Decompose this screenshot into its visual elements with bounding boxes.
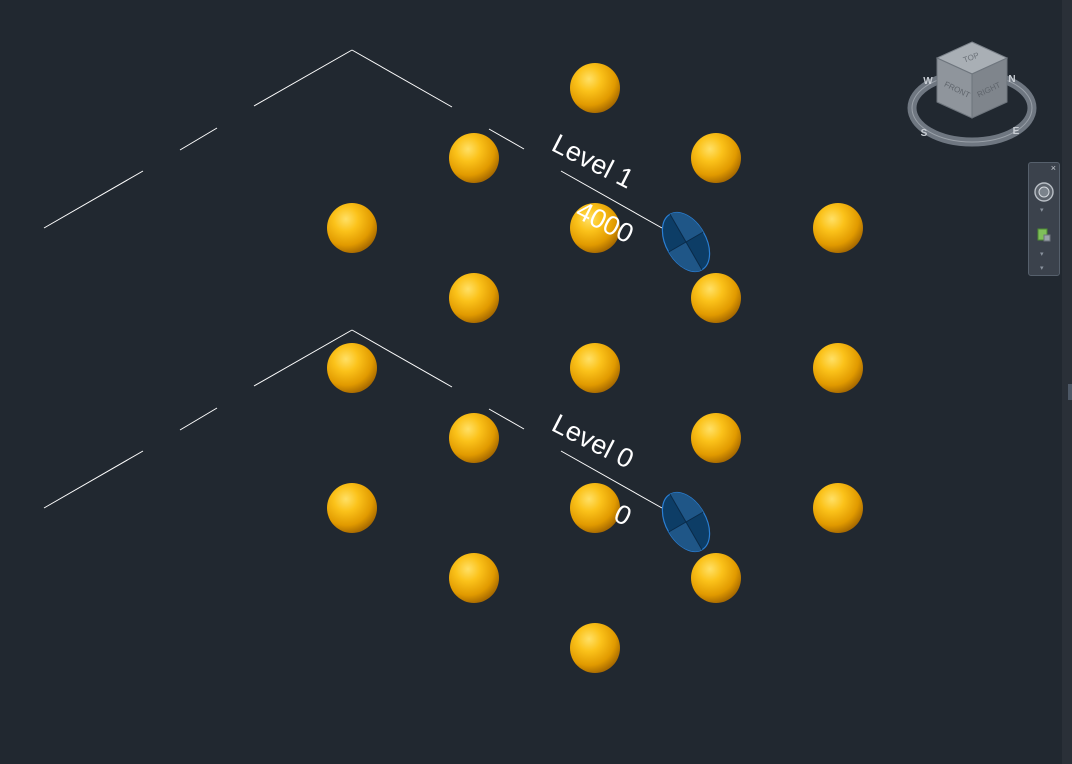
sphere[interactable] bbox=[449, 413, 499, 463]
sphere[interactable] bbox=[449, 553, 499, 603]
compass-north[interactable]: N bbox=[1008, 74, 1015, 85]
sphere[interactable] bbox=[570, 63, 620, 113]
sphere[interactable] bbox=[813, 343, 863, 393]
sphere[interactable] bbox=[327, 483, 377, 533]
steering-wheel-icon bbox=[1034, 182, 1054, 202]
sphere[interactable] bbox=[449, 133, 499, 183]
vertical-scrollbar[interactable] bbox=[1062, 0, 1072, 764]
scrollbar-thumb[interactable] bbox=[1068, 384, 1072, 400]
sphere[interactable] bbox=[570, 483, 620, 533]
sphere-array bbox=[327, 63, 863, 673]
level-0-line[interactable] bbox=[43, 329, 663, 509]
sphere[interactable] bbox=[327, 203, 377, 253]
pan-icon bbox=[1037, 228, 1051, 242]
sphere[interactable] bbox=[570, 343, 620, 393]
sphere[interactable] bbox=[691, 553, 741, 603]
sphere[interactable] bbox=[327, 343, 377, 393]
sphere[interactable] bbox=[813, 483, 863, 533]
steering-wheel-dropdown-icon[interactable]: ▾ bbox=[1040, 207, 1044, 214]
level-0-marker[interactable] bbox=[653, 484, 720, 559]
compass-south[interactable]: S bbox=[921, 128, 928, 139]
pan-button[interactable] bbox=[1033, 225, 1055, 247]
compass-east[interactable]: E bbox=[1013, 126, 1020, 137]
navigation-bar-close-icon[interactable]: × bbox=[1050, 163, 1056, 173]
sphere[interactable] bbox=[691, 273, 741, 323]
sphere[interactable] bbox=[570, 203, 620, 253]
navigation-bar-options-icon[interactable]: ▾ bbox=[1040, 265, 1044, 272]
sphere[interactable] bbox=[449, 273, 499, 323]
level-1-marker[interactable] bbox=[653, 204, 720, 279]
pan-dropdown-icon[interactable]: ▾ bbox=[1040, 251, 1044, 258]
viewcube[interactable]: TOP FRONT RIGHT W N S E bbox=[904, 36, 1044, 156]
sphere[interactable] bbox=[570, 623, 620, 673]
steering-wheel-button[interactable] bbox=[1033, 181, 1055, 203]
sphere[interactable] bbox=[691, 133, 741, 183]
level-1-line[interactable] bbox=[43, 49, 663, 229]
navigation-bar: × ▾ ▾ ▾ bbox=[1028, 162, 1060, 276]
compass-west[interactable]: W bbox=[923, 76, 933, 87]
sphere[interactable] bbox=[691, 413, 741, 463]
sphere[interactable] bbox=[813, 203, 863, 253]
